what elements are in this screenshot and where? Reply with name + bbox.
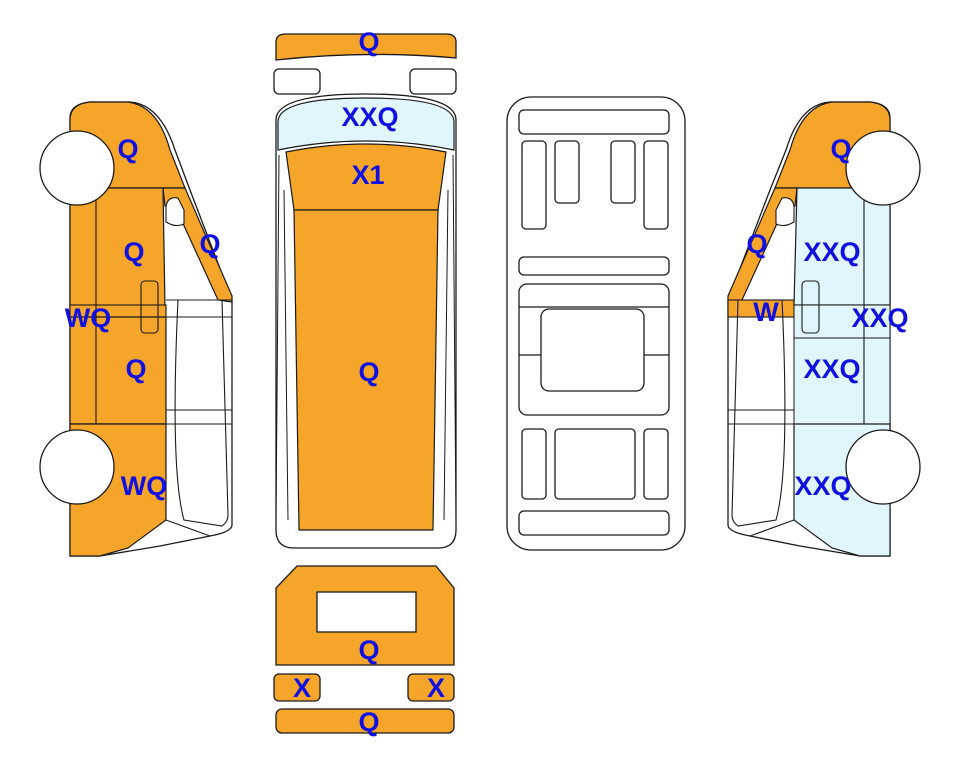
left-door-handle bbox=[140, 280, 159, 334]
right-side-window bbox=[775, 197, 795, 227]
label-right-rear-quarter: XXQ bbox=[794, 471, 851, 501]
right-rear-wheel bbox=[845, 429, 921, 505]
left-headlight bbox=[273, 68, 321, 95]
rear-bumper-panel[interactable] bbox=[275, 708, 455, 734]
underside-rear-panel-3 bbox=[643, 428, 669, 500]
label-left-fender: Q bbox=[117, 134, 138, 164]
label-left-rear-quarter: WQ bbox=[121, 471, 168, 501]
label-left-pillar: Q bbox=[199, 229, 220, 259]
windshield-panel[interactable] bbox=[277, 97, 455, 151]
label-right-middle: XXQ bbox=[851, 303, 908, 333]
roof-panel[interactable] bbox=[293, 209, 439, 531]
underside-front-bar bbox=[518, 109, 670, 135]
label-right-sill: W bbox=[753, 297, 779, 327]
label-hood: X1 bbox=[351, 160, 384, 190]
hood-panel[interactable] bbox=[285, 143, 447, 211]
underside-view bbox=[506, 96, 686, 551]
left-side-window bbox=[165, 197, 185, 227]
left-front-wheel bbox=[39, 130, 115, 206]
label-right-front-door: XXQ bbox=[803, 237, 860, 267]
label-rear-light-right: X bbox=[427, 673, 445, 703]
label-rear-door: Q bbox=[358, 635, 379, 665]
left-mirror-line bbox=[275, 154, 280, 521]
right-mirror-line bbox=[452, 154, 457, 521]
label-right-rear-door: XXQ bbox=[803, 354, 860, 384]
label-rear-light-left: X bbox=[293, 673, 311, 703]
label-left-sill: WQ bbox=[65, 303, 112, 333]
underside-panel-3 bbox=[610, 140, 636, 204]
right-window-frame bbox=[728, 188, 865, 537]
right-front-wheel bbox=[845, 130, 921, 206]
underside-rear-bar bbox=[518, 510, 670, 536]
underside-cross-bar bbox=[518, 256, 670, 276]
rear-window bbox=[316, 591, 417, 633]
rear-light-right-panel[interactable] bbox=[407, 673, 455, 702]
left-side-view: Q Q Q WQ Q WQ bbox=[39, 101, 233, 557]
right-side-view: Q Q W XXQ XXQ XXQ XXQ bbox=[727, 101, 921, 557]
left-rear-wheel bbox=[39, 429, 115, 505]
label-left-front-door: Q bbox=[123, 237, 144, 267]
label-rear-bumper: Q bbox=[358, 707, 379, 737]
underside-panel-1 bbox=[521, 140, 547, 230]
right-door-handle bbox=[801, 280, 820, 334]
left-front-door-panel[interactable] bbox=[69, 187, 166, 309]
underside-rear-panel-2 bbox=[554, 428, 636, 500]
right-side-line bbox=[443, 189, 449, 521]
label-roof: Q bbox=[358, 357, 379, 387]
rear-light-left-panel[interactable] bbox=[273, 673, 321, 702]
label-windshield: XXQ bbox=[341, 102, 398, 132]
underside-panel-4 bbox=[643, 140, 669, 230]
label-left-rear-door: Q bbox=[125, 354, 146, 384]
underside-frame-center bbox=[540, 308, 645, 392]
rear-view: Q X X Q bbox=[273, 565, 455, 737]
front-bumper-panel[interactable] bbox=[275, 33, 457, 61]
label-front-bumper: Q bbox=[358, 27, 379, 57]
top-view: Q XXQ X1 Q bbox=[273, 27, 457, 549]
label-right-fender: Q bbox=[830, 134, 851, 164]
underside-panel-2 bbox=[554, 140, 580, 204]
underside-rear-panel-1 bbox=[521, 428, 547, 500]
left-window-frame bbox=[95, 188, 232, 537]
left-side-line bbox=[283, 189, 289, 521]
right-headlight bbox=[409, 68, 457, 95]
label-right-pillar: Q bbox=[746, 229, 767, 259]
